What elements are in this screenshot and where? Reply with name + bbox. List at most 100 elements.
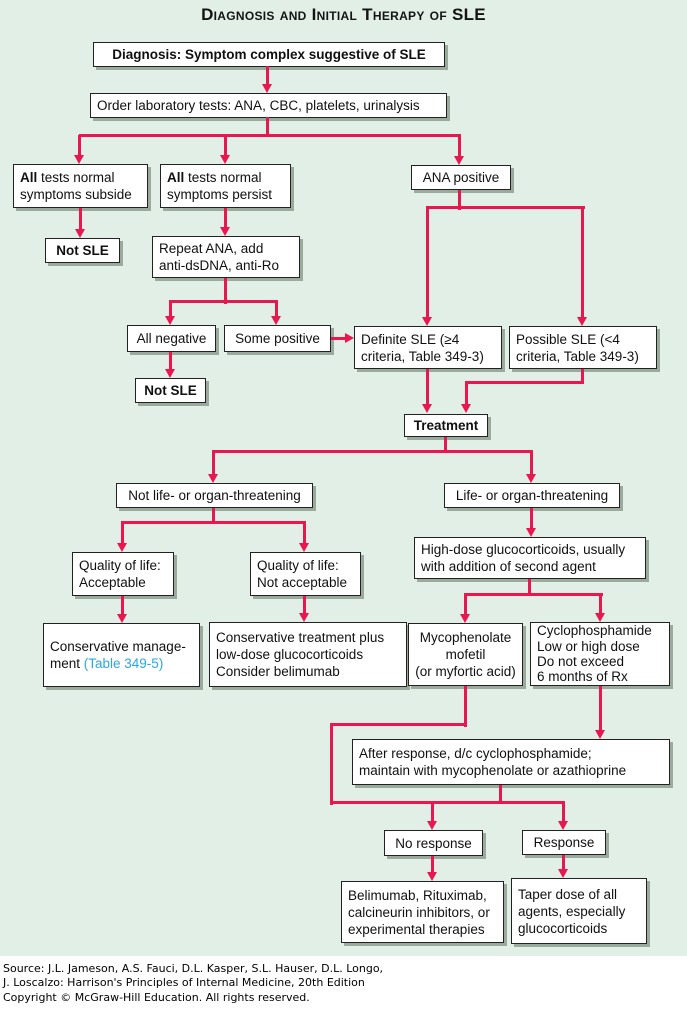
table-349-5-link[interactable]: (Table 349-5) xyxy=(83,656,164,671)
connector-to-cyclophosphamide xyxy=(599,595,602,614)
node-text: Definite SLE (≥4 xyxy=(361,331,460,347)
node-taper-dose: Taper dose of all agents, especially glu… xyxy=(511,878,647,944)
connector-subside-to-notsle xyxy=(79,208,82,230)
node-some-positive: Some positive xyxy=(224,325,331,352)
bold-word: All xyxy=(20,170,38,185)
node-text: All negative xyxy=(136,331,207,346)
node-mycophenolate: Mycophenolate mofetil (or myfortic acid) xyxy=(408,623,523,686)
arrowhead xyxy=(165,316,175,325)
arrowhead xyxy=(427,821,437,830)
node-text: Acceptable xyxy=(79,575,146,590)
connector-to-life xyxy=(530,452,533,475)
node-order-labs: Order laboratory tests: ANA, CBC, platel… xyxy=(90,93,447,118)
connector-notacceptable-to-conservativetx xyxy=(303,596,306,614)
arrowhead xyxy=(461,404,471,413)
connector-to-ana-positive xyxy=(458,135,461,157)
arrowhead xyxy=(299,543,309,552)
connector-to-some-positive xyxy=(275,302,278,317)
node-text: Consider belimumab xyxy=(216,664,340,679)
node-treatment: Treatment xyxy=(404,414,488,437)
connector-to-qol-not-acceptable xyxy=(303,523,306,544)
connector-cyclo-to-afterresponse xyxy=(599,686,602,731)
node-cyclophosphamide: Cyclophosphamide Low or high dose Do not… xyxy=(530,622,670,686)
node-conservative-treatment: Conservative treatment plus low-dose glu… xyxy=(209,622,407,687)
node-text: Quality of life: xyxy=(79,558,161,573)
bold-word: All xyxy=(167,170,185,185)
node-text: symptoms subside xyxy=(20,187,132,202)
page-title: Diagnosis and Initial Therapy of SLE xyxy=(201,5,486,24)
node-text: Possible SLE (<4 xyxy=(516,331,620,347)
node-text: Taper dose of all xyxy=(518,886,618,902)
arrowhead xyxy=(454,156,464,165)
node-belimumab-rituximab: Belimumab, Rituximab, calcineurin inhibi… xyxy=(341,881,504,943)
node-not-sle-left: Not SLE xyxy=(45,238,120,263)
connector-to-subside xyxy=(78,135,81,156)
node-text: ANA positive xyxy=(422,170,500,185)
arrowhead xyxy=(165,369,175,378)
node-text: Do not exceed xyxy=(537,654,625,669)
node-tests-normal-subside: All tests normal symptoms subside xyxy=(13,164,148,208)
arrowhead xyxy=(117,543,127,552)
connector-branch-row1 xyxy=(79,134,461,137)
connector-noresponse-to-belimumab xyxy=(431,856,434,873)
node-text: low-dose glucocorticoids xyxy=(216,647,364,662)
node-text: Low or high dose xyxy=(537,638,640,654)
connector-branch-qol xyxy=(121,521,306,524)
node-text: Quality of life: xyxy=(257,558,339,573)
node-qol-not-acceptable: Quality of life: Not acceptable xyxy=(250,552,361,596)
connector-myco-left xyxy=(330,723,467,726)
arrowhead xyxy=(427,872,437,881)
connector-possible-left xyxy=(465,381,584,384)
node-text: Conservative treatment plus xyxy=(216,630,385,645)
connector-to-response xyxy=(562,803,565,822)
connector-acceptable-to-conservative xyxy=(121,596,124,615)
node-response: Response xyxy=(522,830,606,855)
node-text: Not acceptable xyxy=(257,575,348,590)
arrowhead xyxy=(74,155,84,164)
arrowhead xyxy=(526,474,536,483)
node-conservative-management: Conservative manage- ment (Table 349-5) xyxy=(43,623,200,687)
node-text: tests normal xyxy=(37,170,115,185)
connector-to-not-life xyxy=(212,452,215,475)
node-text: Diagnosis: Symptom complex suggestive of… xyxy=(112,47,426,62)
node-text: Repeat ANA, add xyxy=(159,241,264,256)
connector-to-no-response xyxy=(431,803,434,822)
node-text: calcineurin inhibitors, or xyxy=(348,904,490,920)
arrowhead xyxy=(577,317,587,326)
node-text: Conservative manage- xyxy=(50,639,186,654)
arrowhead xyxy=(526,528,536,537)
arrowhead xyxy=(558,821,568,830)
connector-highdose-down xyxy=(528,579,531,595)
node-ana-positive: ANA positive xyxy=(411,165,511,190)
arrowhead xyxy=(595,730,605,739)
node-text: Mycophenolate xyxy=(419,630,512,645)
node-text: After response, d/c cyclophosphamide; xyxy=(359,746,592,761)
arrowhead xyxy=(299,613,309,622)
connector-response-to-taper xyxy=(562,855,565,870)
connector-myco-down xyxy=(464,686,467,727)
node-text: Belimumab, Rituximab, xyxy=(348,887,487,903)
node-text: (or myfortic acid) xyxy=(415,664,516,679)
node-text: experimental therapies xyxy=(348,921,485,937)
node-text: Cyclophosphamide xyxy=(537,623,652,639)
arrowhead xyxy=(220,155,230,164)
connector-to-qol-acceptable xyxy=(121,523,124,544)
connector-ana-down xyxy=(458,190,461,210)
connector-persist-to-repeat xyxy=(224,208,227,228)
arrowhead xyxy=(422,317,432,326)
connector-possible-down xyxy=(581,369,584,384)
connector-to-all-negative xyxy=(169,302,172,317)
node-text: 6 months of Rx xyxy=(537,669,628,685)
node-tests-normal-persist: All tests normal symptoms persist xyxy=(160,164,291,208)
connector-branch-response xyxy=(330,801,565,804)
node-text: All tests normal xyxy=(20,169,115,186)
node-text: High-dose glucocorticoids, usually xyxy=(421,542,626,557)
connector-life-to-highdose xyxy=(530,508,533,529)
node-text: agents, especially xyxy=(518,903,626,919)
connector-possible-to-treatment xyxy=(465,383,468,405)
arrowhead xyxy=(595,613,605,622)
connector-somepositive-to-definite xyxy=(331,337,346,340)
node-text: symptoms persist xyxy=(167,187,273,202)
node-text: Not SLE xyxy=(56,243,109,258)
